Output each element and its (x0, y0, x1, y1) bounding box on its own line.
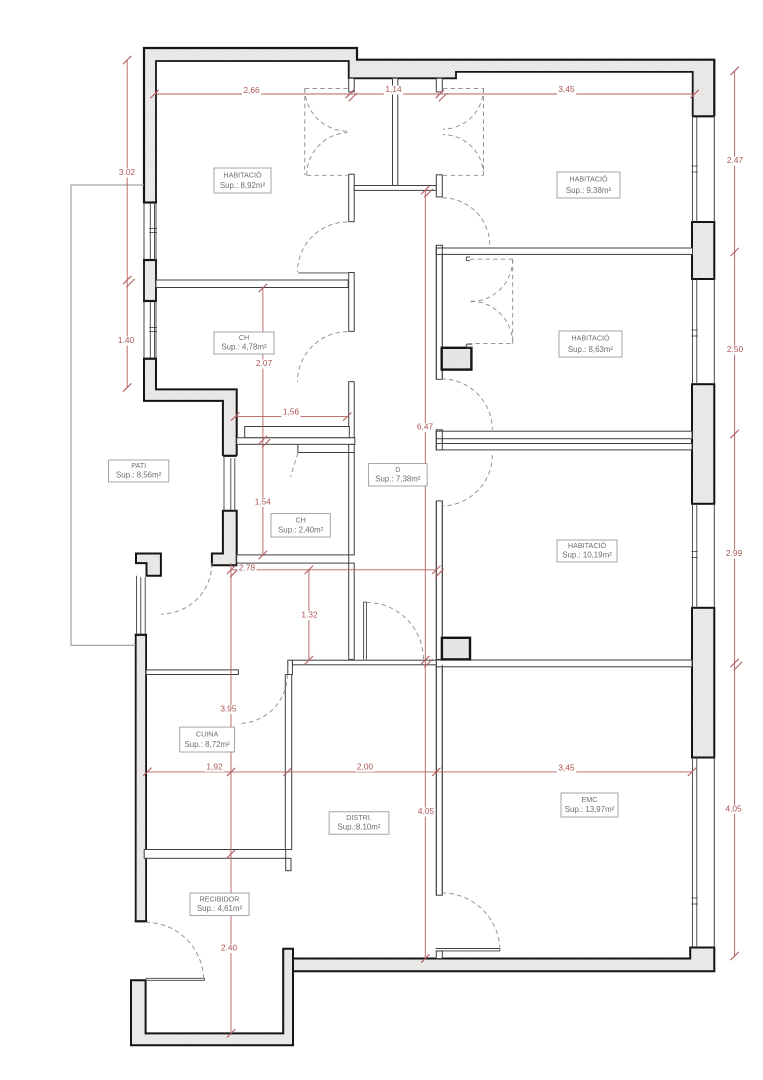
svg-text:Sup.: 7,38m²: Sup.: 7,38m² (375, 475, 421, 484)
svg-text:HABITACIÓ: HABITACIÓ (571, 334, 610, 343)
svg-text:3.95: 3.95 (220, 704, 237, 714)
svg-text:3.02: 3.02 (119, 167, 136, 177)
svg-text:4,05: 4,05 (725, 804, 742, 814)
svg-text:2.40: 2.40 (221, 943, 238, 953)
svg-text:1.54: 1.54 (255, 497, 272, 507)
svg-text:2,66: 2,66 (243, 85, 260, 95)
svg-text:CH: CH (239, 333, 249, 342)
svg-text:1.32: 1.32 (301, 610, 318, 620)
svg-text:Sup.: 8,63m²: Sup.: 8,63m² (568, 345, 614, 354)
svg-text:4.05: 4.05 (418, 806, 435, 816)
svg-text:Sup.: 8,56m²: Sup.: 8,56m² (116, 471, 162, 480)
svg-text:CH: CH (295, 515, 305, 524)
svg-text:1,14: 1,14 (385, 84, 402, 94)
svg-text:Sup.: 4,61m²: Sup.: 4,61m² (197, 904, 243, 913)
svg-text:2.78: 2.78 (239, 563, 256, 573)
svg-text:3,45: 3,45 (558, 763, 575, 773)
svg-text:3,45: 3,45 (558, 84, 575, 94)
svg-text:RECIBIDOR: RECIBIDOR (200, 894, 240, 903)
svg-text:Sup.: 9,38m²: Sup.: 9,38m² (566, 186, 612, 195)
svg-text:EMC: EMC (582, 795, 598, 804)
svg-text:6,47: 6,47 (417, 422, 434, 432)
svg-text:1,56: 1,56 (283, 407, 300, 417)
svg-text:2.50: 2.50 (727, 344, 744, 354)
svg-text:2,00: 2,00 (357, 761, 374, 771)
svg-text:Sup.: 4,78m²: Sup.: 4,78m² (221, 343, 267, 352)
svg-text:Sup.: 8,92m²: Sup.: 8,92m² (220, 181, 266, 190)
svg-text:1.40: 1.40 (118, 335, 135, 345)
svg-text:CUINA: CUINA (196, 729, 219, 738)
svg-text:Sup.: 8,72m²: Sup.: 8,72m² (185, 740, 231, 749)
svg-text:Sup.: 2,40m²: Sup.: 2,40m² (278, 525, 324, 534)
svg-text:Sup.: 13,97m²: Sup.: 13,97m² (565, 805, 615, 814)
svg-text:HABITACIÓ: HABITACIÓ (569, 175, 608, 184)
svg-text:Sup.: 10,19m²: Sup.: 10,19m² (562, 551, 612, 560)
svg-text:PATI: PATI (131, 461, 146, 470)
svg-text:HABITACIÓ: HABITACIÓ (223, 170, 262, 179)
svg-text:HABITACIÓ: HABITACIÓ (568, 541, 607, 550)
svg-text:2.07: 2.07 (256, 358, 273, 368)
svg-text:Sup.:8,10m²: Sup.:8,10m² (338, 823, 381, 832)
svg-text:2.47: 2.47 (727, 155, 744, 165)
svg-text:2.99: 2.99 (726, 548, 743, 558)
svg-text:1,92: 1,92 (206, 761, 223, 771)
svg-text:D: D (395, 465, 400, 474)
svg-text:DISTRI.: DISTRI. (346, 813, 372, 822)
